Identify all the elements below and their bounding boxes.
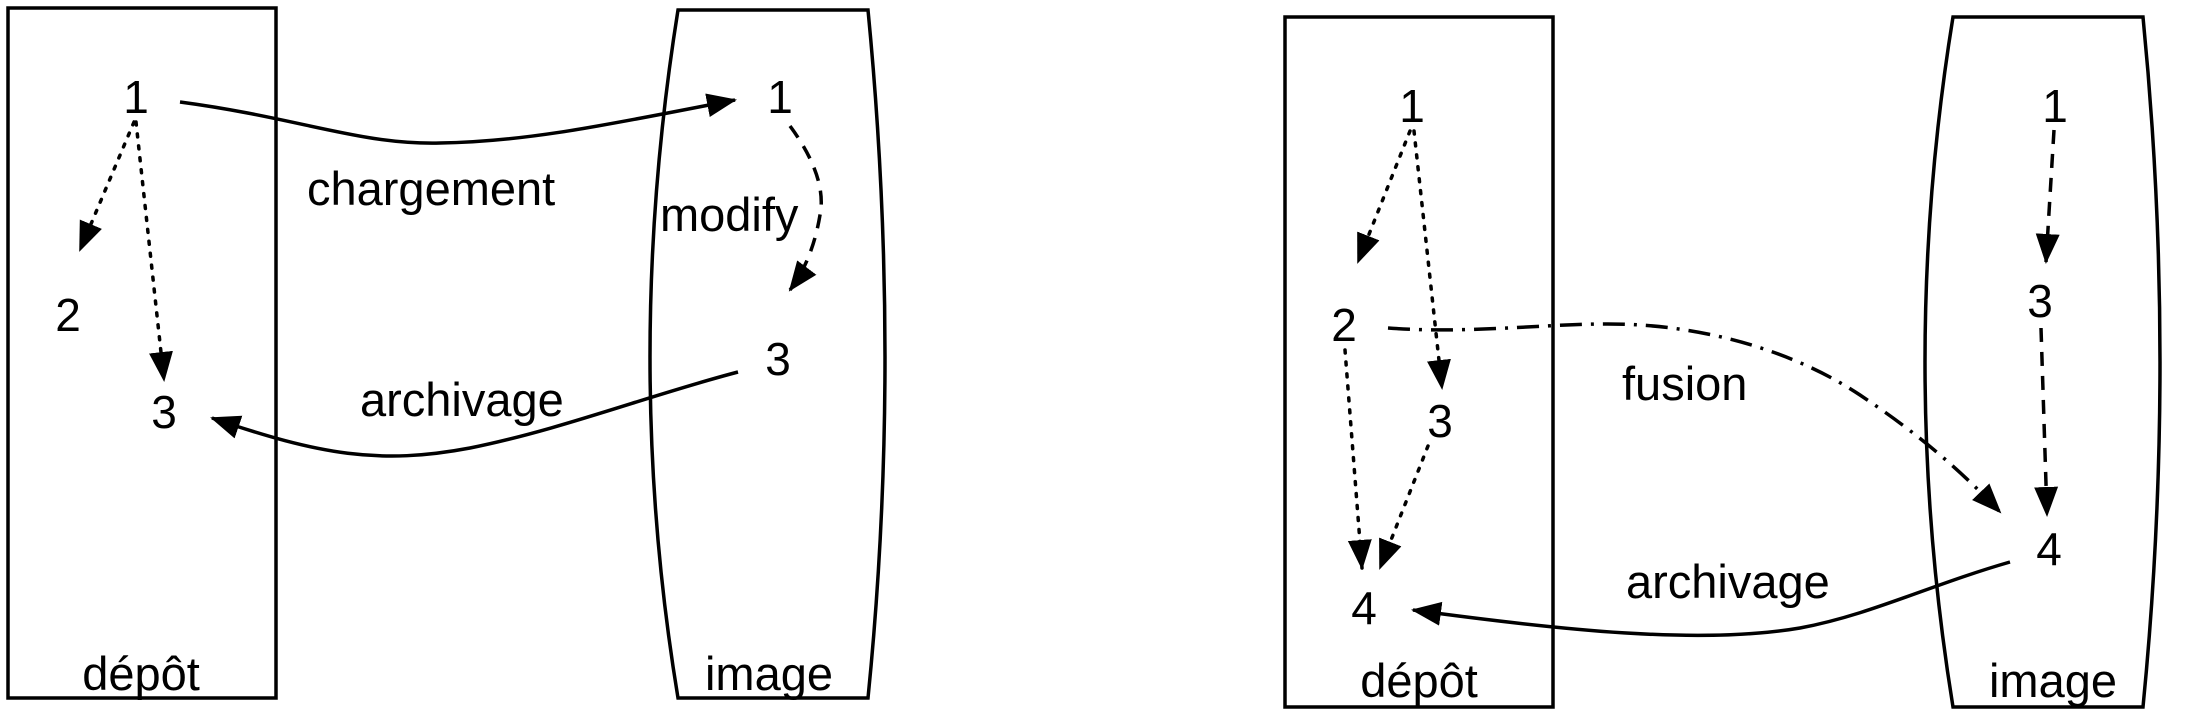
right-depot-box — [1283, 15, 1555, 709]
right-depot-node-2: 2 — [1331, 299, 1357, 351]
left-edge-1-to-2 — [78, 120, 136, 252]
left-depot-node-2: 2 — [55, 289, 81, 341]
left-image-node-3: 3 — [765, 333, 791, 385]
left-label-modify: modify — [660, 188, 799, 241]
left-label-archivage: archivage — [360, 373, 564, 426]
left-depot-node-1: 1 — [123, 71, 149, 123]
left-image-node-1: 1 — [767, 71, 793, 123]
right-image-node-3: 3 — [2027, 275, 2053, 327]
right-label-archivage: archivage — [1626, 555, 1830, 608]
left-edge-archivage — [210, 370, 739, 458]
left-label-chargement: chargement — [307, 162, 555, 215]
right-image-caption: image — [1989, 654, 2117, 707]
right-depot-caption: dépôt — [1360, 654, 1478, 707]
right-label-fusion: fusion — [1622, 357, 1747, 410]
right-edge-image-3-to-4 — [2034, 327, 2059, 517]
right-edge-2-to-4 — [1343, 348, 1372, 570]
left-depot-box — [6, 6, 278, 700]
left-depot-node-3: 3 — [151, 386, 177, 438]
right-edge-3-to-4 — [1378, 444, 1430, 570]
right-image-node-1: 1 — [2042, 80, 2068, 132]
right-edge-1-to-3 — [1412, 129, 1451, 390]
left-edge-modify — [788, 124, 823, 292]
right-depot-node-4: 4 — [1351, 582, 1377, 634]
right-panel: 1 2 3 4 1 3 4 dépôt image fusion archiva… — [1283, 15, 2162, 709]
right-edge-1-to-2 — [1356, 129, 1412, 264]
left-image-caption: image — [705, 647, 833, 700]
right-depot-node-1: 1 — [1399, 80, 1425, 132]
right-edge-archivage — [1411, 560, 2011, 638]
left-edge-chargement — [179, 93, 737, 145]
right-depot-node-3: 3 — [1427, 395, 1453, 447]
left-image-cylinder — [648, 8, 887, 700]
left-panel: 1 2 3 1 3 dépôt image chargement modify … — [6, 6, 887, 700]
left-depot-caption: dépôt — [82, 647, 200, 700]
right-edge-image-1-to-3 — [2035, 129, 2060, 264]
left-edge-1-to-3 — [134, 120, 173, 382]
right-edge-fusion — [1387, 322, 2002, 514]
right-image-cylinder — [1923, 15, 2162, 709]
right-image-node-4: 4 — [2036, 523, 2062, 575]
